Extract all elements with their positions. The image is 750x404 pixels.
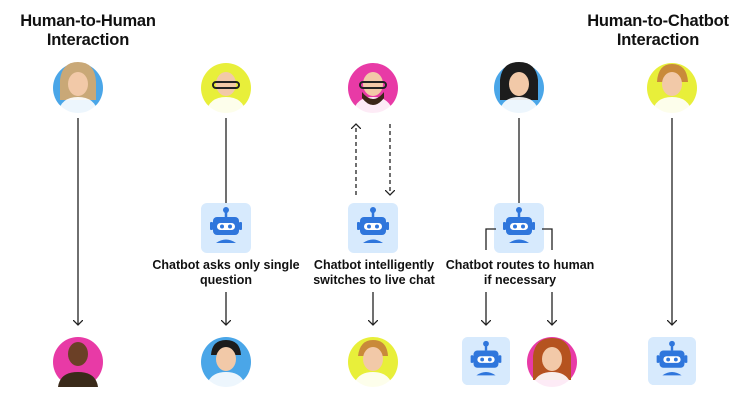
avatar-customer-2 <box>201 63 251 113</box>
caption-switches-to-live-chat: Chatbot intelligently switches to live c… <box>313 258 435 287</box>
avatar-customer-3 <box>348 63 398 113</box>
avatar-agent-3 <box>348 337 398 388</box>
branch-right <box>542 228 553 250</box>
avatar-customer-4 <box>494 62 544 113</box>
caption-asks-single-question: Chatbot asks only single question <box>152 258 300 287</box>
chatbot-icon <box>201 203 251 253</box>
chatbot-icon <box>494 203 544 253</box>
avatar-agent-4 <box>527 337 577 388</box>
avatar-customer-1 <box>53 62 103 113</box>
chatbot-icon <box>648 337 696 385</box>
heading-human-to-human: Human-to-Human Interaction <box>20 12 156 49</box>
chatbot-icon <box>462 337 510 385</box>
avatar-customer-5 <box>647 63 697 113</box>
caption-routes-to-human: Chatbot routes to human if necessary <box>445 258 595 287</box>
avatar-agent-1 <box>53 337 103 387</box>
branch-left <box>485 228 496 250</box>
heading-human-to-chatbot: Human-to-Chatbot Interaction <box>587 12 729 49</box>
avatar-agent-2 <box>201 337 251 388</box>
chatbot-icon <box>348 203 398 253</box>
